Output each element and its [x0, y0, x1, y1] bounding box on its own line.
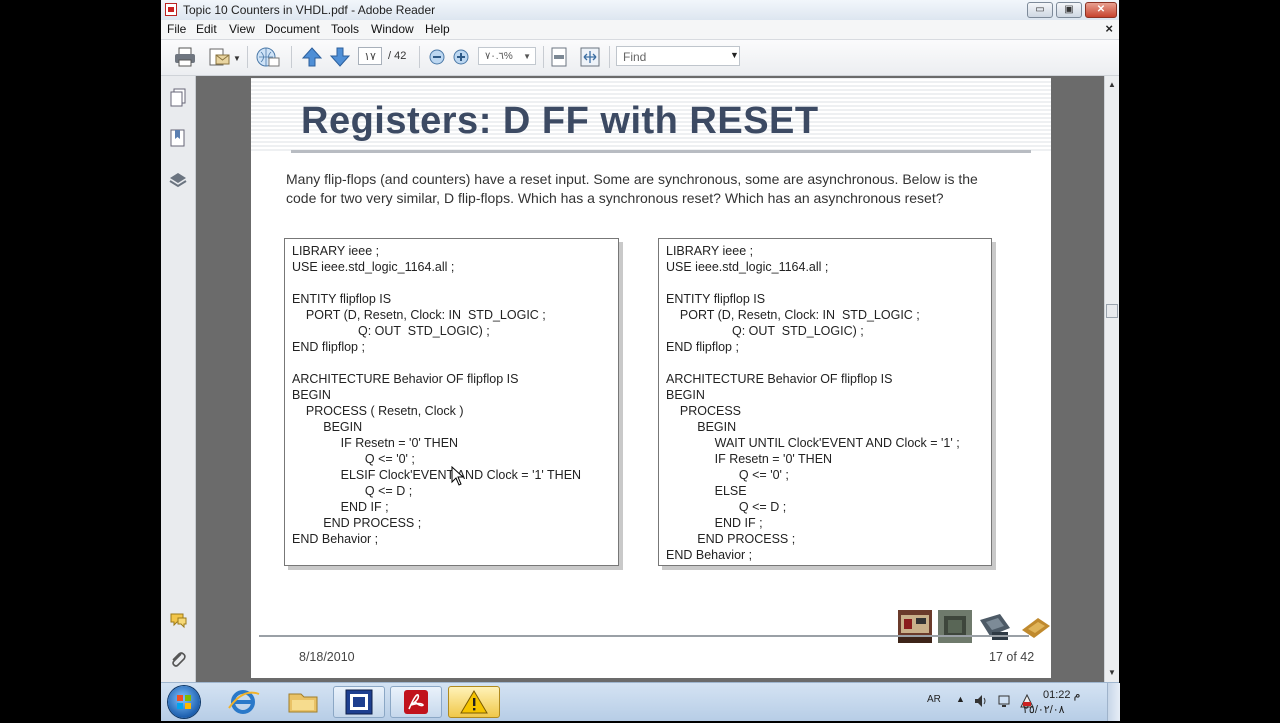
- find-input[interactable]: Find: [616, 46, 740, 66]
- taskbar-internet-explorer[interactable]: [217, 686, 269, 718]
- maximize-button[interactable]: ▣: [1056, 2, 1082, 18]
- taskbar-file-explorer[interactable]: [277, 686, 329, 718]
- menu-window[interactable]: Window: [371, 22, 414, 36]
- fit-width-icon[interactable]: [579, 46, 601, 68]
- window-title: Topic 10 Counters in VHDL.pdf - Adobe Re…: [183, 3, 436, 17]
- menu-document[interactable]: Document: [265, 22, 320, 36]
- adobe-reader-window: Topic 10 Counters in VHDL.pdf - Adobe Re…: [161, 0, 1119, 720]
- pdf-app-icon: [165, 3, 177, 16]
- slide-title-banner: [251, 78, 1051, 153]
- vertical-scrollbar[interactable]: ▲ ▼: [1104, 76, 1119, 682]
- scrollbar-thumb[interactable]: [1106, 304, 1118, 318]
- document-close-button[interactable]: ×: [1105, 21, 1113, 36]
- email-dropdown-icon[interactable]: ▼: [233, 54, 241, 63]
- code-box-asynchronous: LIBRARY ieee ; USE ieee.std_logic_1164.a…: [284, 238, 619, 566]
- scroll-up-icon[interactable]: ▲: [1108, 80, 1116, 89]
- zoom-value: ٧٠.٦%: [485, 51, 513, 62]
- toolbar-separator: [609, 46, 610, 68]
- close-button[interactable]: ✕: [1085, 2, 1117, 18]
- vhdl-code-right: LIBRARY ieee ; USE ieee.std_logic_1164.a…: [666, 244, 960, 562]
- zoom-in-icon[interactable]: [452, 48, 470, 66]
- slide-intro-text: Many flip-flops (and counters) have a re…: [286, 171, 978, 206]
- attachments-icon[interactable]: [169, 650, 187, 670]
- toolbar-separator: [543, 46, 544, 68]
- warning-icon: [460, 690, 488, 714]
- find-dropdown-icon[interactable]: ▼: [730, 50, 739, 60]
- toolbar-separator: [291, 46, 292, 68]
- collaborate-icon[interactable]: [255, 46, 281, 68]
- menu-help[interactable]: Help: [425, 22, 450, 36]
- zoom-out-icon[interactable]: [428, 48, 446, 66]
- layers-icon[interactable]: [169, 170, 187, 190]
- navigation-panel: [161, 76, 196, 682]
- start-button[interactable]: [168, 686, 200, 718]
- title-bar: Topic 10 Counters in VHDL.pdf - Adobe Re…: [161, 0, 1119, 21]
- taskbar-adobe-reader[interactable]: [390, 686, 442, 718]
- taskbar: AR ▲ 01:22 م ٢٥/٠٢/٠٨: [161, 682, 1120, 721]
- circuit-board-image: [898, 610, 932, 643]
- windows-logo-icon: [177, 695, 191, 709]
- title-divider: [291, 150, 1031, 153]
- taskbar-warning[interactable]: [448, 686, 500, 718]
- menu-bar: File Edit View Document Tools Window Hel…: [161, 20, 1119, 40]
- comments-icon[interactable]: [169, 610, 187, 630]
- footer-divider: [259, 635, 1029, 637]
- footer-date: 8/18/2010: [299, 650, 355, 664]
- volume-icon[interactable]: [973, 693, 989, 709]
- page-number-input[interactable]: ١٧: [358, 47, 382, 65]
- menu-tools[interactable]: Tools: [331, 22, 360, 36]
- fit-page-icon[interactable]: [549, 46, 569, 68]
- next-page-icon[interactable]: [329, 46, 351, 68]
- zoom-select[interactable]: ٧٠.٦% ▼: [478, 47, 536, 65]
- menu-edit[interactable]: Edit: [196, 22, 217, 36]
- clock-time[interactable]: 01:22 م: [1043, 689, 1081, 701]
- hardware-image: [978, 610, 1012, 643]
- bookmarks-icon[interactable]: [169, 128, 187, 148]
- toolbar-separator: [419, 46, 420, 68]
- show-hidden-icons-icon[interactable]: ▲: [956, 694, 965, 704]
- mouse-cursor-icon: [451, 466, 465, 486]
- show-desktop-button[interactable]: [1107, 683, 1120, 721]
- document-view[interactable]: Registers: D FF with RESET Many flip-flo…: [196, 76, 1104, 682]
- toolbar: ▼ ١٧ / 42 ٧٠.٦% ▼: [161, 40, 1119, 76]
- language-indicator[interactable]: AR: [927, 694, 941, 705]
- print-icon[interactable]: [173, 46, 197, 68]
- slide-title: Registers: D FF with RESET: [301, 100, 819, 142]
- clock-date[interactable]: ٢٥/٠٢/٠٨: [1023, 704, 1065, 716]
- file-explorer-icon: [288, 693, 318, 713]
- adobe-reader-icon: [404, 690, 428, 714]
- footer-page-number: 17 of 42: [989, 650, 1035, 664]
- app-window-icon: [345, 689, 373, 715]
- chip-image: [938, 610, 972, 643]
- previous-page-icon[interactable]: [301, 46, 323, 68]
- page-total: / 42: [388, 50, 407, 62]
- scroll-down-icon[interactable]: ▼: [1108, 668, 1116, 677]
- menu-file[interactable]: File: [167, 22, 187, 36]
- pages-icon[interactable]: [169, 88, 187, 108]
- pdf-page: Registers: D FF with RESET Many flip-flo…: [251, 78, 1051, 678]
- taskbar-app-window[interactable]: [333, 686, 385, 718]
- minimize-button[interactable]: ▭: [1027, 2, 1053, 18]
- email-icon[interactable]: [207, 46, 231, 68]
- zoom-dropdown-icon: ▼: [523, 52, 531, 61]
- menu-view[interactable]: View: [229, 22, 255, 36]
- network-icon[interactable]: [997, 693, 1013, 709]
- toolbar-separator: [247, 46, 248, 68]
- code-box-synchronous: LIBRARY ieee ; USE ieee.std_logic_1164.a…: [658, 238, 992, 566]
- vhdl-code-left: LIBRARY ieee ; USE ieee.std_logic_1164.a…: [292, 244, 582, 546]
- internet-explorer-icon: [228, 690, 260, 714]
- processor-image: [1018, 610, 1051, 643]
- action-center-icon[interactable]: [1019, 693, 1035, 709]
